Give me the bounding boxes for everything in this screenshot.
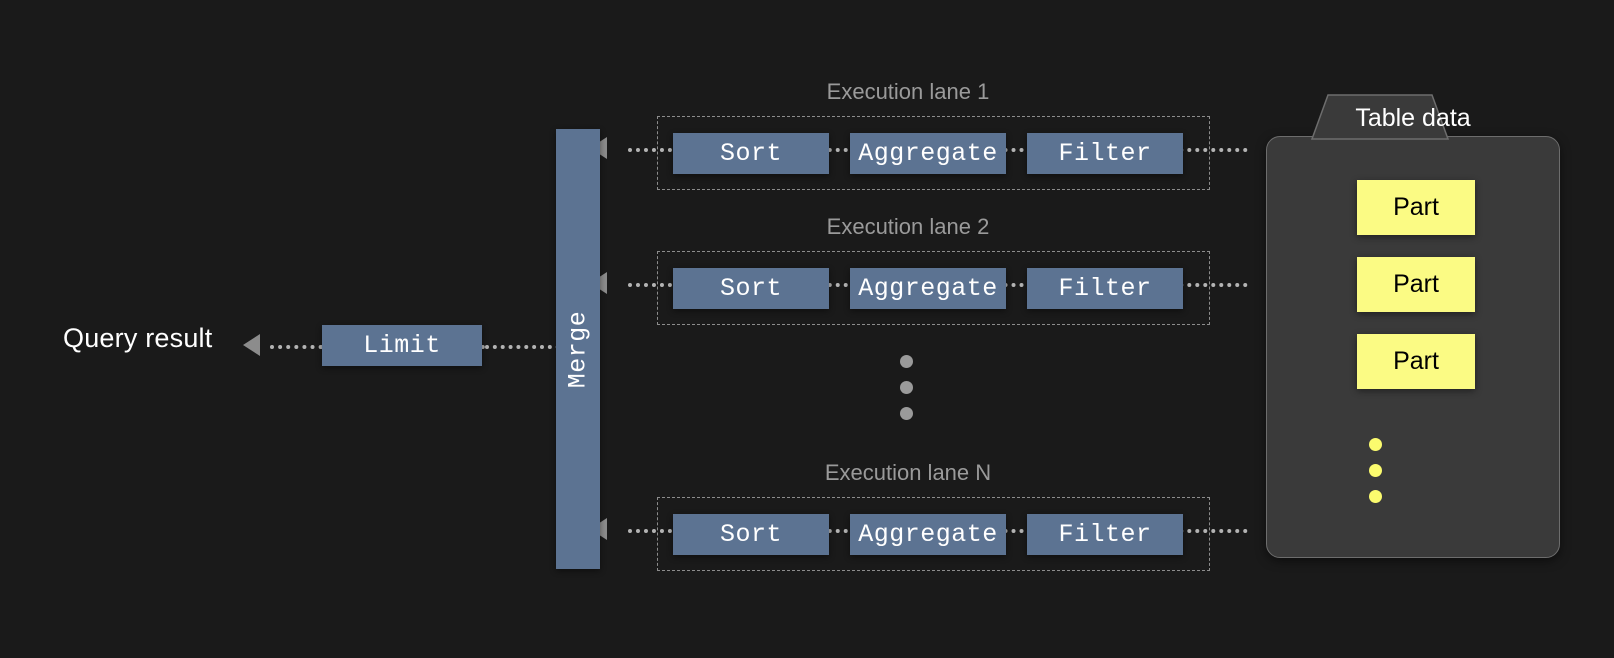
ellipsis-dot [1369, 438, 1382, 451]
query-result-label: Query result [63, 323, 213, 353]
lane-box-n: Sort Aggregate Filter [657, 497, 1210, 571]
ellipsis-dot [900, 381, 913, 394]
lane-1-operator-filter[interactable]: Filter [1027, 133, 1183, 174]
part-box-3[interactable]: Part [1357, 334, 1475, 389]
merge-label: Merge [563, 310, 593, 388]
merge-node[interactable]: Merge [556, 129, 600, 569]
part-box-1[interactable]: Part [1357, 180, 1475, 235]
limit-node[interactable]: Limit [322, 325, 482, 366]
lane-n-operator-filter[interactable]: Filter [1027, 514, 1183, 555]
ellipsis-dot [900, 407, 913, 420]
ellipsis-dot [1369, 490, 1382, 503]
lane-2-operator-filter[interactable]: Filter [1027, 268, 1183, 309]
ellipsis-dot [900, 355, 913, 368]
table-data-label: Table data [1355, 104, 1471, 132]
lane-n-operator-sort[interactable]: Sort [673, 514, 829, 555]
lane-label-2: Execution lane 2 [826, 214, 990, 239]
part-ellipsis [1369, 438, 1382, 503]
part-box-2[interactable]: Part [1357, 257, 1475, 312]
ellipsis-dot [1369, 464, 1382, 477]
lane-box-2: Sort Aggregate Filter [657, 251, 1210, 325]
table-data-tab [1310, 94, 1450, 140]
lane-1-operator-aggregate[interactable]: Aggregate [850, 133, 1006, 174]
lane-label-1: Execution lane 1 [826, 79, 990, 104]
lane-2-operator-aggregate[interactable]: Aggregate [850, 268, 1006, 309]
arrow-query-result [243, 334, 260, 356]
lane-label-n: Execution lane N [824, 460, 992, 485]
lane-2-operator-sort[interactable]: Sort [673, 268, 829, 309]
lane-box-1: Sort Aggregate Filter [657, 116, 1210, 190]
lane-ellipsis [900, 355, 913, 420]
lane-1-operator-sort[interactable]: Sort [673, 133, 829, 174]
lane-n-operator-aggregate[interactable]: Aggregate [850, 514, 1006, 555]
